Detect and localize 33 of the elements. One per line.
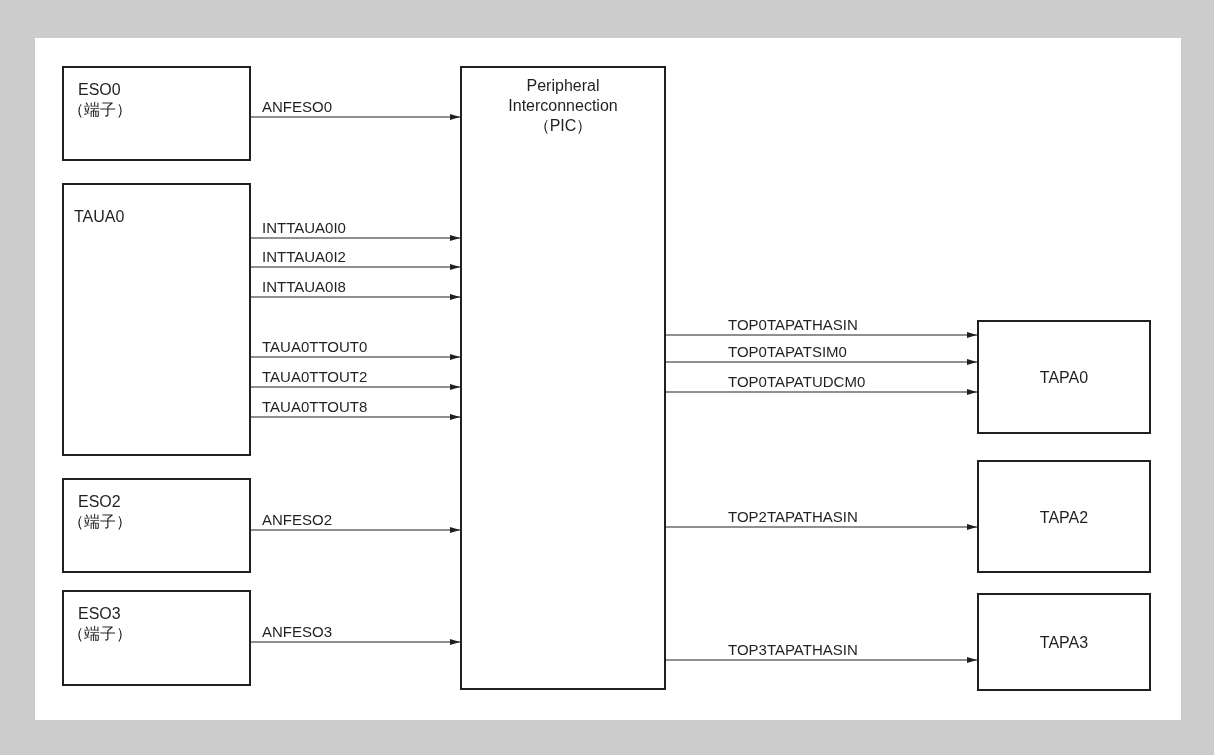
arrow [665,389,978,395]
block-box [460,66,666,690]
arrow [250,294,461,300]
arrow [665,524,978,530]
block-box [977,593,1151,691]
block-note: （端子） [68,512,132,532]
arrow [665,657,978,663]
block-box [62,66,251,161]
block-note: （端子） [68,624,132,644]
block-box [977,320,1151,434]
arrow [250,639,461,645]
arrow [250,235,461,241]
arrow [250,354,461,360]
block-box [62,183,251,456]
block-name: ESO0 [78,80,121,100]
block-name: ESO2 [78,492,121,512]
block-name: TAUA0 [74,207,125,227]
block-name: TAPA0 [1038,368,1090,388]
arrow [250,264,461,270]
arrow [665,359,978,365]
arrow [250,414,461,420]
block-box [62,590,251,686]
block-name: TAPA3 [1038,633,1090,653]
arrow [250,114,461,120]
block-box [62,478,251,573]
block-box [977,460,1151,573]
arrow [250,527,461,533]
arrow [665,332,978,338]
block-name: Peripheral Interconnection （PIC） [507,76,619,136]
block-name: ESO3 [78,604,121,624]
arrow [250,384,461,390]
block-note: （端子） [68,100,132,120]
block-name: TAPA2 [1038,508,1090,528]
